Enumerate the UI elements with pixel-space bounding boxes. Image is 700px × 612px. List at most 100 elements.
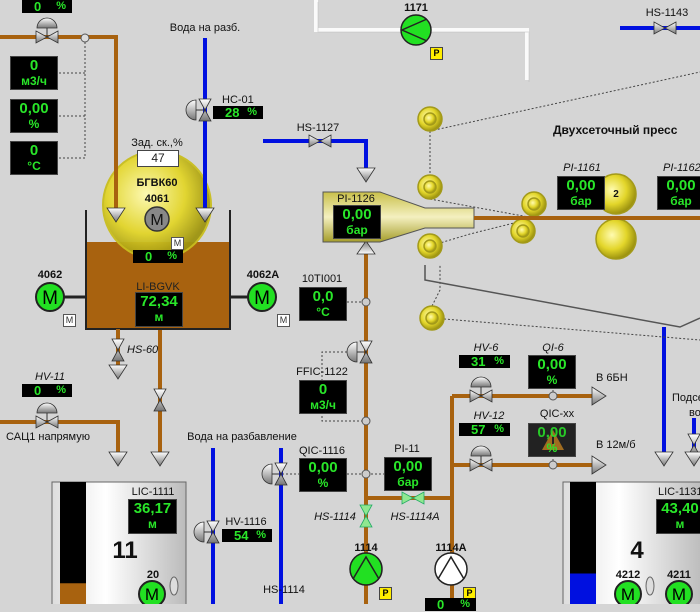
value: 0 bbox=[34, 383, 42, 398]
pump-1171-tag: 1171 bbox=[404, 2, 428, 14]
pump-1114a-tag: 1114A bbox=[435, 542, 467, 554]
ti10-tag: 10TI001 bbox=[301, 273, 343, 285]
unit: м bbox=[148, 517, 157, 531]
motor-4061-tag: 4061 bbox=[144, 193, 170, 205]
motor-4062a-icon[interactable] bbox=[247, 282, 277, 312]
inlet-arrow-icon bbox=[684, 451, 700, 467]
valve-hs60-icon[interactable] bbox=[111, 338, 125, 362]
unit: м bbox=[154, 310, 164, 324]
hv6-display: 31% bbox=[459, 355, 510, 368]
mode-button[interactable]: P bbox=[430, 47, 443, 60]
value: 36,17 bbox=[133, 500, 172, 517]
motor-4062-tag: 4062 bbox=[37, 269, 63, 281]
sac1-line-label: САЦ1 напрямую bbox=[6, 431, 90, 443]
inlet-arrow-icon bbox=[356, 240, 376, 255]
valve-tank-outlet-icon[interactable] bbox=[153, 388, 167, 412]
value: 0 bbox=[437, 597, 445, 612]
motor-4062a-tag: 4062A bbox=[246, 269, 280, 281]
hs1114-label: HS-1114 bbox=[314, 511, 356, 523]
unit: м3/ч bbox=[310, 398, 336, 412]
hc01-display: 28% bbox=[213, 106, 263, 119]
setpoint-input[interactable]: 47 bbox=[137, 150, 179, 167]
pi1161-tag: PI-1161 bbox=[563, 162, 601, 174]
signal-node bbox=[361, 416, 371, 426]
valve-hs1127-icon[interactable] bbox=[308, 134, 332, 148]
value: 0 bbox=[29, 142, 39, 159]
valve-hs1114-icon[interactable] bbox=[359, 504, 373, 528]
motor-20-icon[interactable] bbox=[138, 580, 166, 604]
unit: м bbox=[675, 517, 685, 531]
unit: % bbox=[167, 250, 177, 262]
hv6-tag: HV-6 bbox=[473, 342, 499, 354]
svg-text:M: M bbox=[672, 585, 686, 604]
motor-4211-icon[interactable] bbox=[665, 580, 693, 604]
temperature-readout: 0°C bbox=[10, 141, 58, 175]
pump-1114a-display: 0% bbox=[425, 598, 476, 611]
tank-11-name: 11 bbox=[112, 537, 138, 564]
pi1162-tag: PI-1162 bbox=[663, 162, 700, 174]
mode-button[interactable]: M bbox=[171, 237, 184, 250]
hs1114a-label: HS-1114A bbox=[390, 511, 440, 523]
inlet-arrow-icon bbox=[356, 167, 376, 183]
svg-text:M: M bbox=[254, 288, 270, 309]
mode-button[interactable]: P bbox=[379, 587, 392, 600]
value: 0 bbox=[29, 57, 39, 74]
unit: % bbox=[460, 598, 470, 610]
unit: °C bbox=[316, 305, 330, 319]
unit: °C bbox=[27, 159, 41, 173]
valve-hs1114a-icon[interactable] bbox=[401, 491, 425, 505]
unit: м3/ч bbox=[21, 74, 47, 88]
valve-hs1143-icon[interactable] bbox=[653, 21, 677, 35]
motor-4061-icon[interactable] bbox=[144, 206, 170, 232]
warning-icon bbox=[542, 430, 564, 450]
unit: % bbox=[56, 0, 66, 12]
dest-12mb-label: В 12м/б bbox=[596, 439, 636, 451]
value: 28 bbox=[225, 105, 240, 120]
hs1114-water-label: HS-1114 bbox=[263, 584, 305, 596]
ffic-tag: FFIC-1122 bbox=[296, 366, 348, 378]
roll-label: 2 bbox=[613, 189, 619, 200]
hv12-display: 57% bbox=[459, 423, 510, 436]
value: 54 bbox=[234, 528, 249, 543]
motor-4062-icon[interactable] bbox=[35, 282, 65, 312]
hs1127-label: HS-1127 bbox=[296, 122, 340, 134]
press-rolls bbox=[417, 106, 637, 331]
consistency-readout: 0,00% bbox=[10, 99, 58, 133]
motor-4211-tag: 4211 bbox=[667, 569, 691, 581]
value: 0,00 bbox=[342, 206, 372, 223]
right-label-line2: во bbox=[689, 407, 700, 419]
pump-1114-icon[interactable] bbox=[349, 552, 383, 586]
dilution-water-label: Вода на разбавление bbox=[187, 431, 297, 443]
unit: % bbox=[56, 384, 66, 396]
motor-4212-icon[interactable] bbox=[614, 580, 642, 604]
mode-button[interactable]: M bbox=[63, 314, 76, 327]
value: 72,34 bbox=[140, 293, 178, 310]
unit: % bbox=[28, 117, 40, 131]
outlet-arrow-6bn-icon bbox=[591, 386, 607, 406]
unit: бар bbox=[397, 475, 419, 489]
pump-1114a-icon[interactable] bbox=[434, 552, 468, 586]
bgvk-name: БГВК60 bbox=[136, 177, 178, 189]
pi1126-tag: PI-1126 bbox=[337, 193, 375, 205]
unit: % bbox=[546, 373, 558, 387]
value: 0 bbox=[318, 381, 328, 398]
press-frame bbox=[424, 265, 700, 328]
pump-1114-tag: 1114 bbox=[354, 542, 378, 554]
signal-node bbox=[361, 469, 371, 479]
mode-button[interactable]: M bbox=[277, 314, 290, 327]
unit: бар bbox=[570, 194, 592, 208]
water-label: Вода на разб. bbox=[169, 22, 241, 34]
motor-glyph: M bbox=[150, 212, 163, 229]
svg-text:M: M bbox=[621, 585, 635, 604]
value: 0,0 bbox=[312, 288, 334, 305]
hv12-tag: HV-12 bbox=[473, 410, 505, 422]
agitator-blade-icon bbox=[169, 576, 179, 596]
value: 0,00 bbox=[19, 100, 49, 117]
